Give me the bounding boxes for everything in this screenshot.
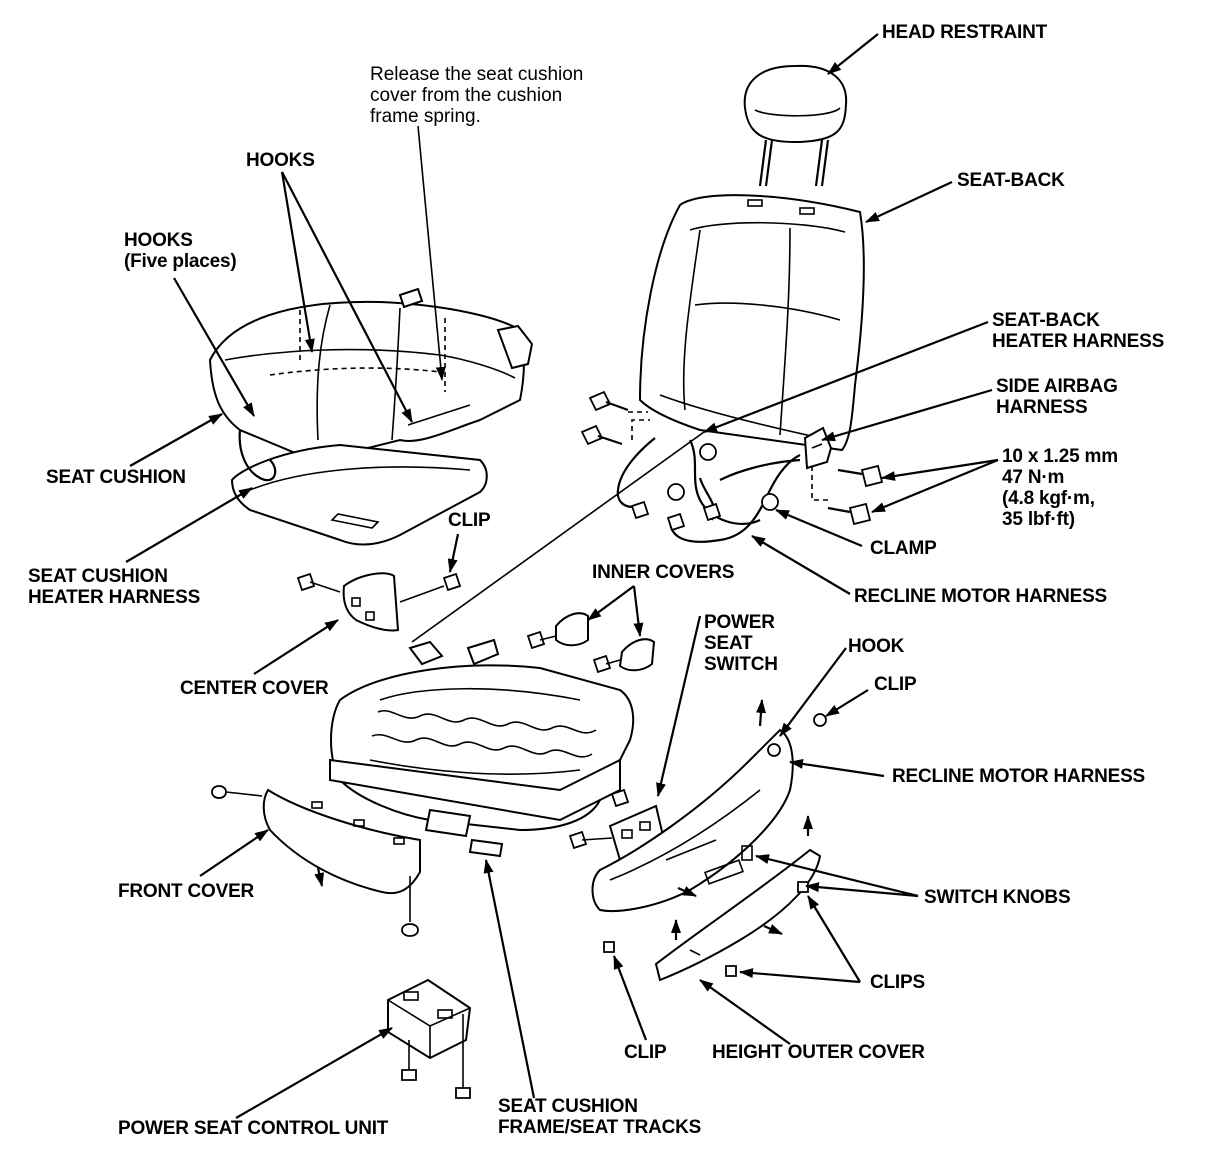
label-power-seat-switch: POWER SEAT SWITCH xyxy=(704,612,778,675)
front-cover-part xyxy=(211,785,421,937)
label-recline-motor-harness-top: RECLINE MOTOR HARNESS xyxy=(854,586,1108,607)
label-height-outer-cover: HEIGHT OUTER COVER xyxy=(712,1042,925,1063)
label-center-cover: CENTER COVER xyxy=(180,678,329,699)
seatback-bolts-left xyxy=(580,390,650,446)
label-side-airbag-harness: SIDE AIRBAG HARNESS xyxy=(996,376,1118,418)
label-clip-center: CLIP xyxy=(448,510,491,531)
label-seat-cushion-frame-tracks: SEAT CUSHION FRAME/SEAT TRACKS xyxy=(498,1096,702,1138)
label-power-seat-control-unit: POWER SEAT CONTROL UNIT xyxy=(118,1118,389,1139)
seat-cushion-heater-pad xyxy=(230,429,488,546)
label-hook: HOOK xyxy=(848,636,905,657)
label-release-note: Release the seat cushion cover from the … xyxy=(370,64,584,127)
label-clamp: CLAMP xyxy=(870,538,937,559)
side-cover-part xyxy=(591,699,827,936)
inner-covers-part xyxy=(526,612,656,674)
seat-back-part xyxy=(638,194,865,452)
label-inner-covers: INNER COVERS xyxy=(592,562,735,583)
height-outer-cover-part xyxy=(603,815,822,982)
label-switch-knobs: SWITCH KNOBS xyxy=(924,887,1071,908)
center-cover-part xyxy=(296,572,462,632)
label-clip-bottom: CLIP xyxy=(624,1042,667,1063)
leader-lines xyxy=(125,33,999,1119)
label-recline-motor-harness-mid: RECLINE MOTOR HARNESS xyxy=(892,766,1146,787)
label-seat-cushion-heater-harness: SEAT CUSHION HEATER HARNESS xyxy=(28,566,201,608)
torque-bolts xyxy=(811,464,884,526)
label-front-cover: FRONT COVER xyxy=(118,881,255,902)
head-restraint-part xyxy=(743,64,848,187)
label-clips: CLIPS xyxy=(870,972,925,993)
label-clip-right: CLIP xyxy=(874,674,917,695)
label-hooks: HOOKS xyxy=(246,150,315,171)
label-torque-spec: 10 x 1.25 mm 47 N·m (4.8 kgf·m, 35 lbf·f… xyxy=(1002,446,1118,530)
label-seat-cushion: SEAT CUSHION xyxy=(46,467,186,488)
label-seat-back: SEAT-BACK xyxy=(957,170,1065,191)
power-seat-control-unit-part xyxy=(387,978,472,1099)
harness-cluster xyxy=(616,426,833,543)
seat-cushion-part xyxy=(208,287,534,464)
label-hooks-five-places: HOOKS (Five places) xyxy=(124,230,237,272)
label-seat-back-heater-harness: SEAT-BACK HEATER HARNESS xyxy=(992,310,1165,352)
seat-frame-part xyxy=(329,638,635,858)
label-head-restraint: HEAD RESTRAINT xyxy=(882,22,1048,43)
